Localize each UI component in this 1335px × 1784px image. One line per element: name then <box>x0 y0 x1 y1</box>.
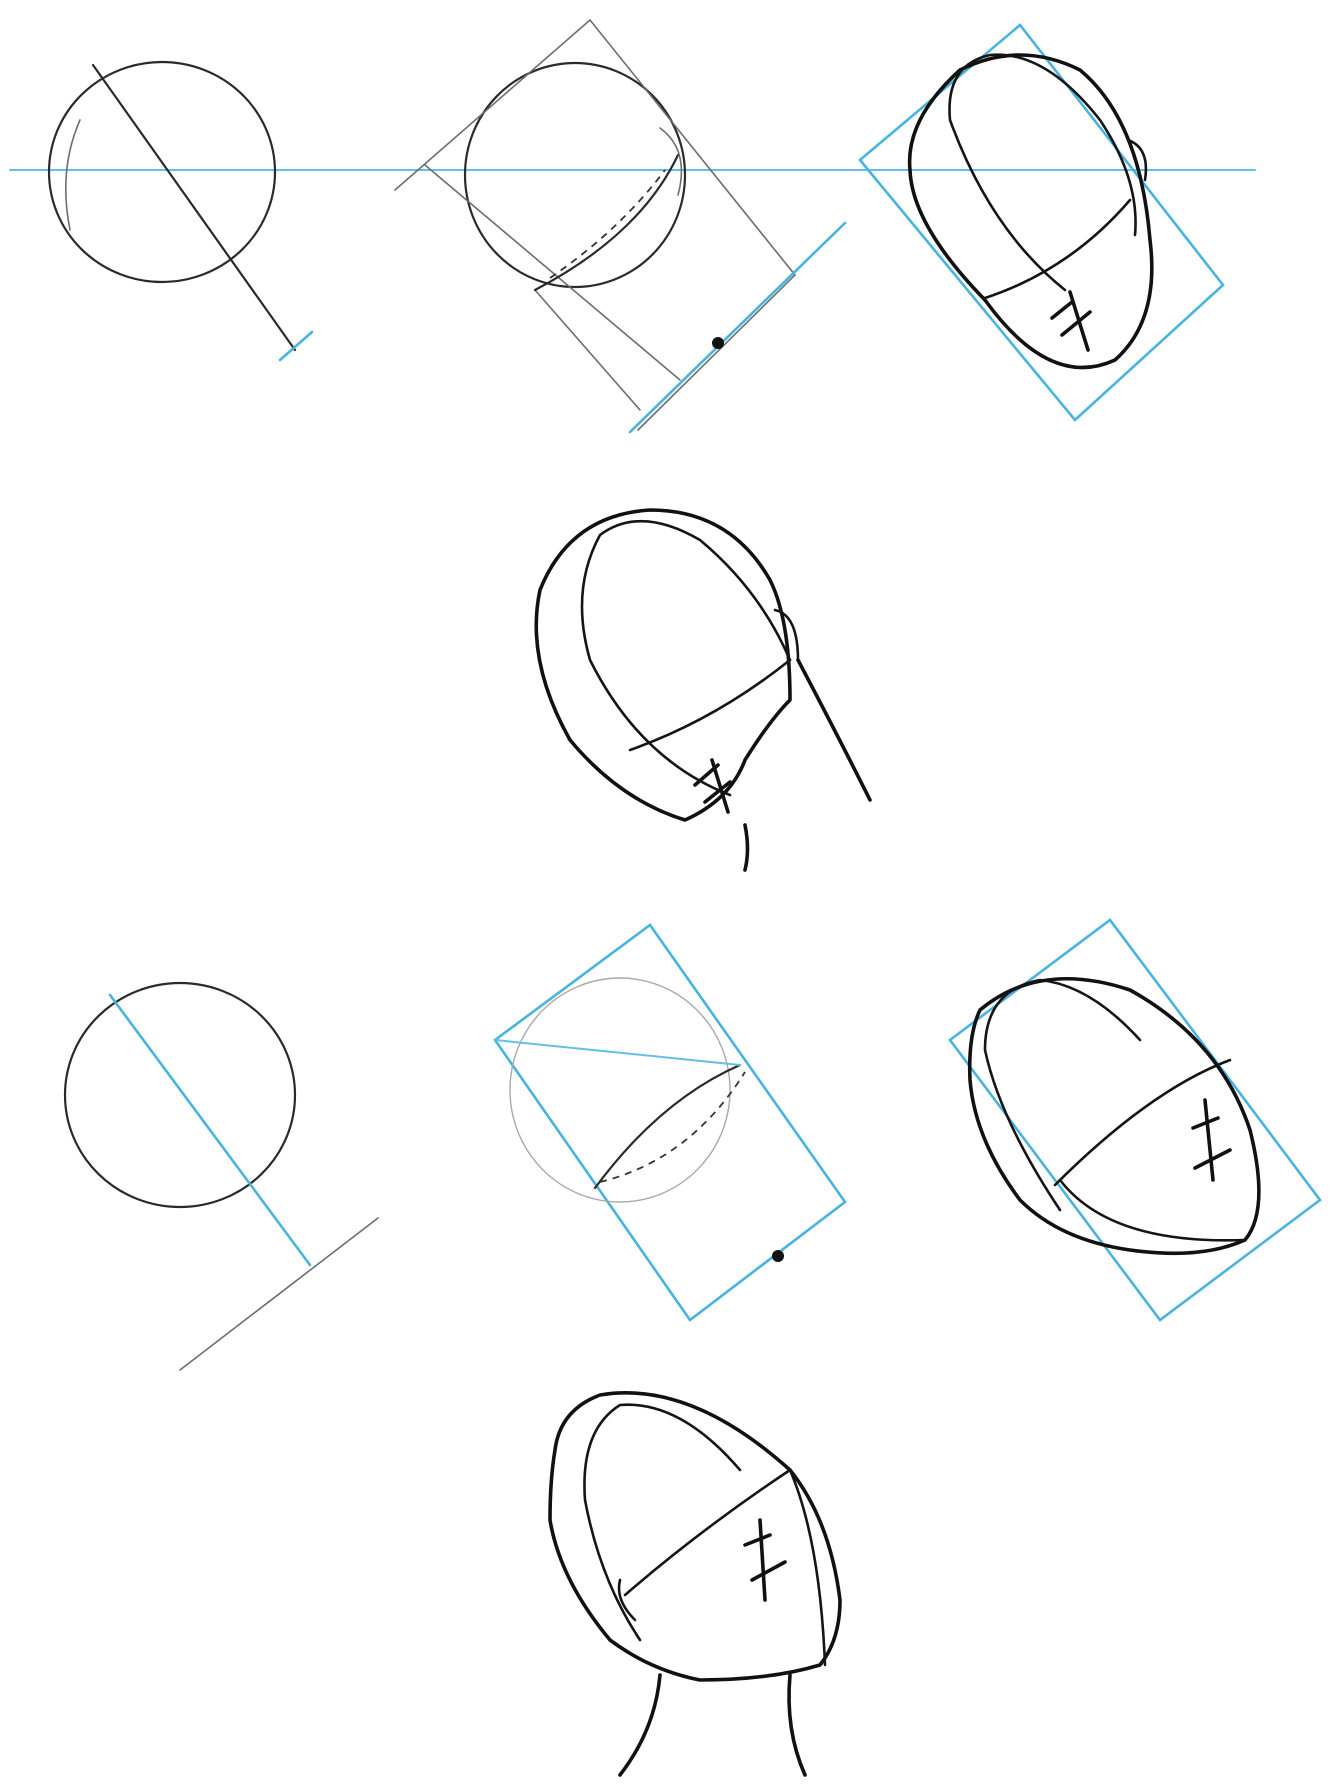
step-1-circle-with-axis <box>49 62 312 360</box>
head-blue-box <box>495 925 845 1320</box>
chin-point-dot <box>712 337 724 349</box>
chin-plane <box>1060 1180 1245 1240</box>
result-2-finished-head <box>550 1393 840 1775</box>
head-outline <box>970 979 1259 1254</box>
ear-shape <box>619 1580 635 1620</box>
cranium-circle-overlap <box>66 120 80 230</box>
result-1-finished-head <box>536 510 870 870</box>
chin-guide-line <box>180 1218 378 1370</box>
center-axis-line <box>93 65 295 350</box>
cranium-circle <box>510 978 730 1202</box>
side-plane-hidden-arc <box>550 170 665 278</box>
cranium-circle <box>49 62 275 282</box>
eye-mark-3 <box>1205 1100 1213 1180</box>
side-plane-arc <box>595 1065 740 1188</box>
row-2-steps <box>65 920 1320 1370</box>
eye-mark-3 <box>760 1520 765 1600</box>
step-1-circle-with-axis <box>65 983 378 1370</box>
head-blue-box <box>950 920 1320 1320</box>
brow-line <box>630 660 790 750</box>
neck-left <box>620 1675 660 1775</box>
head-outline <box>536 510 790 820</box>
box-top-line <box>495 1040 740 1065</box>
center-axis-line <box>110 995 310 1265</box>
eye-mark-1 <box>745 1535 770 1545</box>
eye-mark-2 <box>752 1562 785 1580</box>
cranium-circle <box>65 983 295 1207</box>
step-3-head-shape <box>860 25 1223 420</box>
side-plane-arc <box>535 155 678 290</box>
box-edge-line <box>535 290 640 410</box>
step-2-box-and-side-plane <box>395 20 845 432</box>
jaw-neck-line <box>745 825 748 870</box>
head-bounding-box <box>395 20 795 430</box>
chin-point-dot <box>772 1250 784 1262</box>
step-3-head-shape <box>950 920 1320 1320</box>
step-2-box-and-side-plane <box>495 925 845 1320</box>
neck-line <box>798 660 870 800</box>
head-outline <box>910 55 1152 368</box>
head-blue-box <box>860 25 1223 420</box>
chin-guide-line <box>630 223 845 432</box>
cranium-oval <box>985 980 1140 1210</box>
eye-mark-3 <box>1070 292 1088 350</box>
row-1-steps <box>10 20 1255 432</box>
eye-mark-1 <box>1052 302 1072 318</box>
neck-right <box>789 1675 805 1775</box>
cranium-oval <box>950 55 1136 290</box>
